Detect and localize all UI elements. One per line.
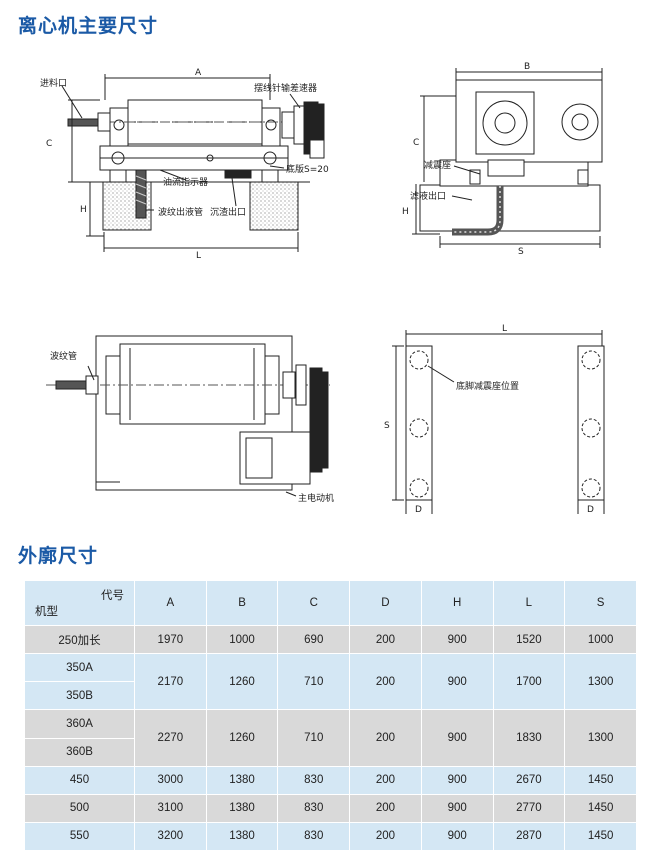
value-cell: 830 <box>277 793 351 823</box>
column-header: A <box>134 580 207 626</box>
value-cell: 2170 <box>134 653 207 711</box>
front-view-drawing <box>61 74 325 252</box>
label-corrugated-outlet: 波纹出液管 <box>158 206 203 218</box>
label-dim-s-side: S <box>518 247 524 257</box>
column-header: H <box>420 580 494 626</box>
value-cell: 2870 <box>492 821 566 852</box>
value-cell: 2670 <box>492 765 566 795</box>
model-cell: 250加长 <box>24 624 135 655</box>
label-dim-d-right: D <box>587 505 594 515</box>
value-cell: 830 <box>277 821 351 852</box>
label-damper-position: 底脚减震座位置 <box>456 380 519 392</box>
label-dim-h-front: H <box>80 205 87 215</box>
label-dim-b: B <box>524 62 530 72</box>
model-cell: 550 <box>24 821 135 852</box>
value-cell: 200 <box>349 709 422 767</box>
value-cell: 1830 <box>492 709 566 767</box>
column-header: D <box>349 580 422 626</box>
value-cell: 1260 <box>205 709 279 767</box>
label-oil-indicator: 油流指示器 <box>163 176 208 188</box>
value-cell: 900 <box>420 709 494 767</box>
side-view-drawing <box>412 68 603 248</box>
value-cell: 1450 <box>564 821 637 852</box>
model-cell: 350A <box>24 653 135 683</box>
value-cell: 2270 <box>134 709 207 767</box>
value-cell: 1260 <box>205 653 279 711</box>
label-sediment-outlet: 沉渣出口 <box>210 206 246 218</box>
label-dim-c-side: C <box>413 138 419 148</box>
label-dim-c-front: C <box>46 139 52 149</box>
top-view-drawing <box>46 335 330 497</box>
value-cell: 1380 <box>205 765 279 795</box>
value-cell: 1380 <box>205 821 279 852</box>
label-dim-h-side: H <box>402 207 409 217</box>
section-title-outline-dimensions: 外廓尺寸 <box>18 545 99 567</box>
value-cell: 3000 <box>134 765 207 795</box>
model-cell: 360A <box>24 709 135 739</box>
value-cell: 900 <box>420 793 494 823</box>
value-cell: 1450 <box>564 793 637 823</box>
column-header: L <box>492 580 566 626</box>
value-cell: 900 <box>420 624 494 655</box>
label-base-plate: 底版S=20 <box>286 163 329 175</box>
label-main-motor: 主电动机 <box>298 492 334 504</box>
column-header: C <box>277 580 351 626</box>
model-cell: 450 <box>24 765 135 795</box>
label-dim-d-left: D <box>415 505 422 515</box>
table-header-row: 代号 机型 A B C D H L S <box>24 580 637 626</box>
model-cell: 350B <box>24 681 135 711</box>
label-dim-s-footprint: S <box>384 421 390 431</box>
value-cell: 200 <box>349 821 422 852</box>
corner-model-label: 机型 <box>35 606 58 618</box>
value-cell: 1380 <box>205 793 279 823</box>
value-cell: 1450 <box>564 765 637 795</box>
value-cell: 2770 <box>492 793 566 823</box>
value-cell: 830 <box>277 765 351 795</box>
value-cell: 690 <box>277 624 351 655</box>
table-corner-cell: 代号 机型 <box>24 580 135 626</box>
column-header: B <box>205 580 279 626</box>
value-cell: 710 <box>277 709 351 767</box>
value-cell: 200 <box>349 653 422 711</box>
value-cell: 1300 <box>564 709 637 767</box>
value-cell: 900 <box>420 653 494 711</box>
footprint-drawing <box>392 330 605 514</box>
value-cell: 900 <box>420 765 494 795</box>
label-corrugated-pipe: 波纹管 <box>50 350 77 362</box>
value-cell: 1970 <box>134 624 207 655</box>
label-filtrate-outlet: 滤液出口 <box>410 190 446 202</box>
label-dim-l-front: L <box>196 251 201 261</box>
section-title-main-dimensions: 离心机主要尺寸 <box>18 15 159 37</box>
label-reducer: 摆线针输差速器 <box>254 82 317 94</box>
label-dim-l-footprint: L <box>502 324 507 334</box>
label-dim-a: A <box>195 68 202 78</box>
value-cell: 3100 <box>134 793 207 823</box>
value-cell: 1000 <box>205 624 279 655</box>
value-cell: 3200 <box>134 821 207 852</box>
model-cell: 500 <box>24 793 135 823</box>
column-header: S <box>564 580 637 626</box>
model-cell: 360B <box>24 737 135 767</box>
value-cell: 1300 <box>564 653 637 711</box>
value-cell: 1700 <box>492 653 566 711</box>
value-cell: 900 <box>420 821 494 852</box>
value-cell: 710 <box>277 653 351 711</box>
technical-drawings: 进料口 A 摆线针输差速器 C 油流指示器 底版S=20 H 波纹出液管 沉渣出… <box>40 62 605 515</box>
value-cell: 200 <box>349 624 422 655</box>
label-feed-inlet: 进料口 <box>40 77 67 89</box>
label-damper-seat: 减震座 <box>424 159 451 171</box>
value-cell: 1000 <box>564 624 637 655</box>
corner-code-label: 代号 <box>101 590 124 602</box>
value-cell: 200 <box>349 765 422 795</box>
value-cell: 1520 <box>492 624 566 655</box>
value-cell: 200 <box>349 793 422 823</box>
